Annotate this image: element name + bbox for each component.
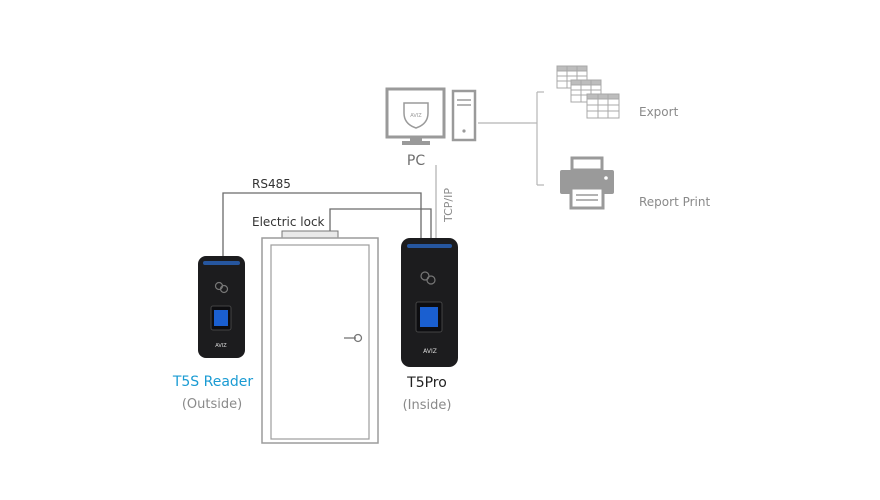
electric-lock-wire [329,208,432,238]
t5s-reader-title: T5S Reader [172,374,254,390]
door-group [261,230,379,444]
t5s-brand-logo: AVIZ [215,343,227,349]
pc-group: AVIZ PC [385,87,477,169]
t5pro-title: T5Pro [406,375,447,391]
export-group: Export [556,65,679,119]
t5pro-subtitle: (Inside) [403,398,452,413]
pc-label: PC [407,153,425,169]
printer-icon [560,156,614,210]
monitor-icon: AVIZ [385,87,446,145]
pc-badge-text: AVIZ [410,113,422,119]
rs485-label: RS485 [252,177,291,191]
electric-lock-label: Electric lock [252,215,325,229]
output-connector [478,91,544,186]
rs485-wire [222,192,422,256]
spreadsheet-icon [586,93,620,119]
rfid-icon [214,281,229,294]
t5pro-brand-logo: AVIZ [423,348,437,355]
rfid-icon [420,271,436,285]
report-print-label: Report Print [639,195,710,209]
tcp-ip-label: TCP/IP [442,188,455,223]
t5s-reader-device: AVIZ [198,256,245,358]
door-panel [270,244,370,440]
t5s-reader-subtitle: (Outside) [182,397,242,412]
door-handle-icon [344,333,363,343]
t5pro-device: AVIZ [401,238,458,367]
report-print-group: Report Print [560,156,710,210]
pc-tower-icon [451,89,477,142]
shield-icon: AVIZ [403,102,429,129]
spreadsheet-icon [570,79,602,103]
export-label: Export [639,105,679,119]
